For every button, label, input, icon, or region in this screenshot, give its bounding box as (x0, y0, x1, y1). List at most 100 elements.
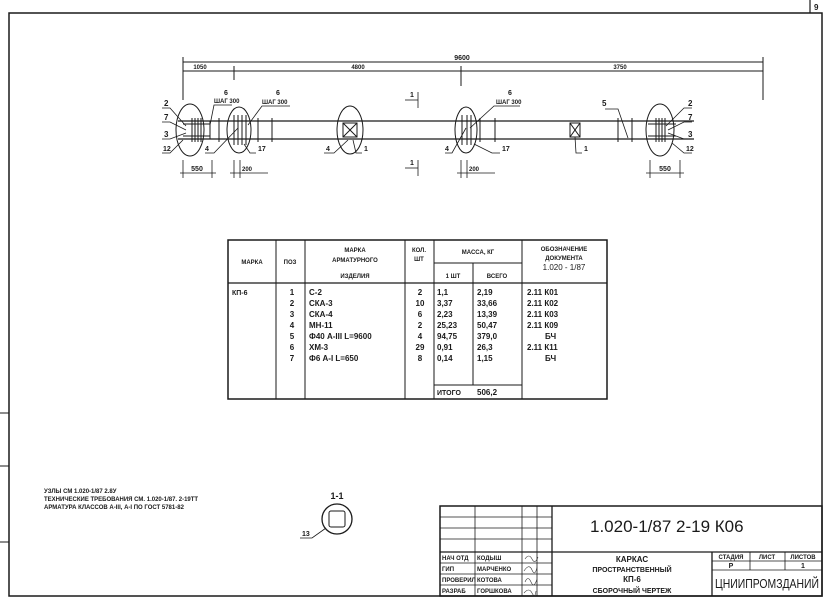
title-line-3: КП-6 (623, 575, 641, 584)
svg-text:ДОКУМЕНТА: ДОКУМЕНТА (545, 256, 583, 262)
row-item: СКА-4 (309, 310, 333, 319)
svg-text:6: 6 (276, 90, 280, 97)
svg-text:ИЗДЕЛИЯ: ИЗДЕЛИЯ (340, 274, 369, 280)
signature-name: МАРЧЕНКО (477, 567, 512, 573)
section-mark-bottom: 1 (410, 160, 414, 167)
row-item: МН-11 (309, 321, 333, 330)
dimension-lines (182, 57, 764, 100)
row-unit-mass: 3,37 (437, 299, 453, 308)
signature-name: КОТОВА (477, 578, 503, 584)
svg-text:17: 17 (502, 146, 510, 153)
svg-text:1: 1 (364, 146, 368, 153)
svg-text:2: 2 (164, 99, 169, 108)
svg-text:3: 3 (688, 130, 693, 139)
sheets-label: ЛИСТОВ (790, 555, 816, 561)
row-document: БЧ (545, 354, 556, 363)
svg-text:7: 7 (164, 113, 169, 122)
spec-table-header: МАРКА ПОЗ МАРКА АРМАТУРНОГО ИЗДЕЛИЯ КОЛ.… (241, 247, 587, 280)
row-qty: 10 (416, 299, 425, 308)
signature-role: ГИП (442, 567, 454, 573)
signature-role: РАЗРАБ (442, 589, 466, 595)
svg-text:6: 6 (224, 90, 228, 97)
row-total-mass: 33,66 (477, 299, 498, 308)
row-document: 2.11 К09 (527, 321, 559, 330)
dim-550-left: 550 (191, 166, 203, 173)
spec-mark: КП-6 (232, 290, 248, 297)
svg-text:12: 12 (686, 146, 694, 153)
signature-row: ГИП МАРЧЕНКО (442, 567, 512, 573)
svg-text:ШАГ 300: ШАГ 300 (496, 100, 522, 106)
row-qty: 2 (418, 288, 423, 297)
row-document: 2.11 К11 (527, 343, 558, 352)
row-qty: 6 (418, 310, 423, 319)
row-pos: 3 (290, 310, 295, 319)
row-item: С-2 (309, 288, 322, 297)
signature-row: НАЧ ОТД КОДЫШ (442, 556, 501, 562)
row-item: Ф6 А-I L=650 (309, 354, 359, 363)
total-value: 506,2 (477, 388, 498, 397)
dim-right: 3750 (613, 65, 627, 71)
notes: УЗЛЫ СМ 1.020-1/87 2.8У ТЕХНИЧЕСКИЕ ТРЕБ… (44, 489, 198, 511)
svg-text:17: 17 (258, 146, 266, 153)
svg-text:1 ШТ: 1 ШТ (446, 274, 461, 280)
dim-200-left: 200 (242, 167, 253, 173)
row-qty: 8 (418, 354, 423, 363)
svg-text:ТЕХНИЧЕСКИЕ ТРЕБОВАНИЯ СМ. 1.0: ТЕХНИЧЕСКИЕ ТРЕБОВАНИЯ СМ. 1.020-1/87. 2… (44, 497, 198, 503)
row-document: БЧ (545, 332, 556, 341)
specification-table (227, 239, 608, 400)
row-qty: 2 (418, 321, 423, 330)
row-qty: 29 (416, 343, 425, 352)
dim-550-right: 550 (659, 166, 671, 173)
svg-text:4: 4 (326, 146, 330, 153)
row-pos: 7 (290, 354, 295, 363)
signature-name: ГОРШКОВА (477, 589, 512, 595)
row-pos: 1 (290, 288, 295, 297)
total-label: ИТОГО (437, 390, 461, 397)
dim-left: 1050 (193, 65, 207, 71)
svg-text:6: 6 (508, 90, 512, 97)
svg-text:АРМАТУРА КЛАССОВ А-III, А-I ПО: АРМАТУРА КЛАССОВ А-III, А-I ПО ГОСТ 5781… (44, 505, 185, 511)
svg-text:ШАГ 300: ШАГ 300 (214, 99, 240, 105)
svg-text:ВСЕГО: ВСЕГО (487, 274, 508, 280)
row-unit-mass: 25,23 (437, 321, 458, 330)
title-block (439, 505, 823, 597)
row-item: СКА-3 (309, 299, 333, 308)
row-document: 2.11 К02 (527, 299, 559, 308)
section-callout: 13 (302, 531, 310, 538)
signature-role: НАЧ ОТД (442, 556, 469, 562)
row-pos: 4 (290, 321, 295, 330)
svg-text:1: 1 (584, 146, 588, 153)
svg-text:7: 7 (688, 113, 693, 122)
svg-text:МАРКА: МАРКА (241, 260, 263, 266)
svg-text:МАРКА: МАРКА (344, 248, 366, 254)
svg-text:1.020 - 1/87: 1.020 - 1/87 (543, 263, 586, 272)
dim-200-right: 200 (469, 167, 480, 173)
stage-label: СТАДИЯ (719, 555, 744, 561)
signature-role: ПРОВЕРИЛ (442, 578, 476, 584)
row-item: Ф40 А-III L=9600 (309, 332, 372, 341)
svg-text:ШТ: ШТ (414, 257, 424, 263)
row-pos: 6 (290, 343, 295, 352)
signatures-handwritten (523, 555, 539, 596)
svg-text:ШАГ 300: ШАГ 300 (262, 100, 288, 106)
organization: ЦНИИПРОМЗДАНИЙ (715, 576, 819, 591)
row-document: 2.11 К03 (527, 310, 559, 319)
signature-name: КОДЫШ (477, 556, 501, 562)
svg-text:4: 4 (205, 146, 209, 153)
svg-text:12: 12 (163, 146, 171, 153)
svg-text:2: 2 (688, 99, 693, 108)
dim-total: 9600 (454, 55, 470, 62)
row-unit-mass: 0,91 (437, 343, 453, 352)
svg-text:УЗЛЫ СМ 1.020-1/87 2.8У: УЗЛЫ СМ 1.020-1/87 2.8У (44, 489, 117, 495)
row-unit-mass: 2,23 (437, 310, 453, 319)
row-total-mass: 2,19 (477, 288, 493, 297)
row-total-mass: 1,15 (477, 354, 493, 363)
sheet-label: ЛИСТ (759, 555, 776, 561)
